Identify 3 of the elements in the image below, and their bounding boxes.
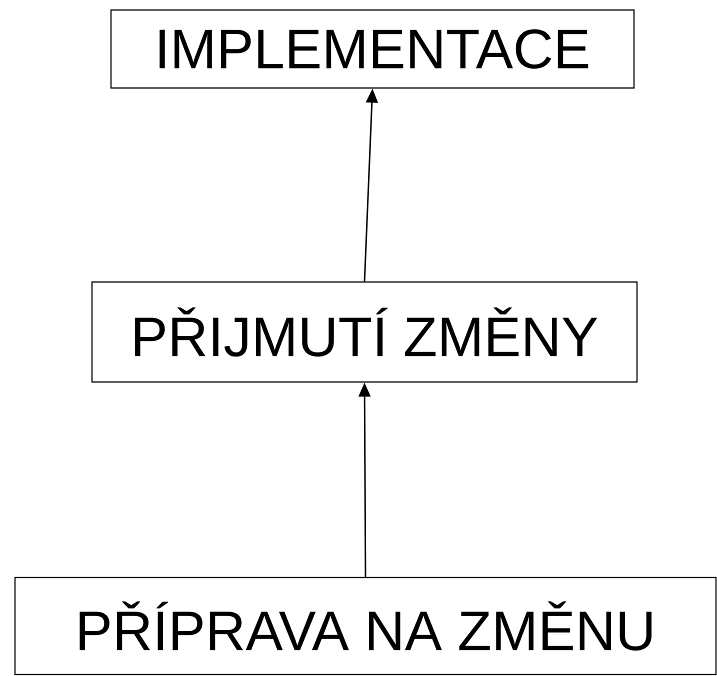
process-box: IMPLEMENTACE [110,9,635,89]
process-box: PŘIJMUTÍ ZMĚNY [91,281,638,383]
process-box: PŘÍPRAVA NA ZMĚNU [14,576,717,676]
